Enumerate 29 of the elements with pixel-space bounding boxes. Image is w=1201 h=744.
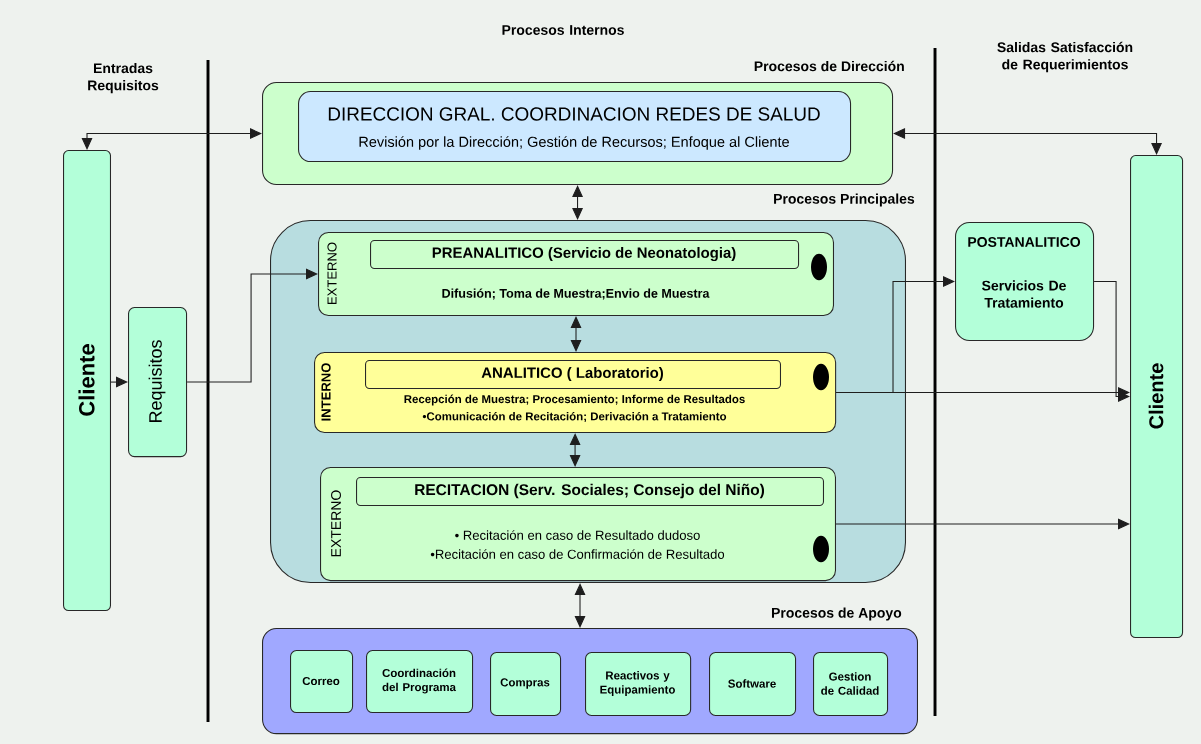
client-bar: Cliente <box>1130 155 1184 639</box>
arrow <box>569 433 581 467</box>
arrow <box>110 376 128 388</box>
node-label: Procesos de Dirección <box>754 60 904 72</box>
arrow <box>570 316 582 352</box>
process-box: Compras <box>490 652 562 716</box>
column-heading: Entradas Requisitos <box>88 62 159 94</box>
column-heading: Procesos Internos <box>502 25 624 35</box>
process-box: POSTANALITICO Servicios De Tratamiento <box>955 222 1095 342</box>
process-box: Gestion de Calidad <box>813 652 889 716</box>
arrow <box>574 583 586 628</box>
arrow <box>186 268 318 383</box>
title-box: PREANALITICO (Servicio de Neonatologia) <box>370 240 800 270</box>
title-box: RECITACION (Serv. Sociales; Consejo del Niño) <box>356 477 824 507</box>
process-box: Correo <box>290 650 354 714</box>
column-heading: Salidas Satisfacción de Requerimientos <box>997 41 1133 73</box>
process-box: Software <box>709 652 797 716</box>
arrow <box>835 518 1130 530</box>
process-box: Coordinación del Programa <box>366 650 474 714</box>
process-box: Reactivos y Equipamiento <box>585 652 692 716</box>
title-box: ANALITICO ( Laboratorio) <box>365 360 781 390</box>
client-bar: Cliente <box>63 150 111 612</box>
node-label: Procesos Principales <box>774 193 915 207</box>
arrow <box>81 128 262 150</box>
arrow <box>572 185 584 220</box>
node-label: Procesos de Apoyo <box>771 607 902 621</box>
process-box: Requisitos <box>128 307 188 458</box>
process-box: DIRECCION GRAL. COORDINACION REDES DE SALUD Revisión por la Dirección; Gestión de Recursos; Enfoque al Cliente <box>298 91 852 163</box>
arrow <box>893 128 1163 155</box>
